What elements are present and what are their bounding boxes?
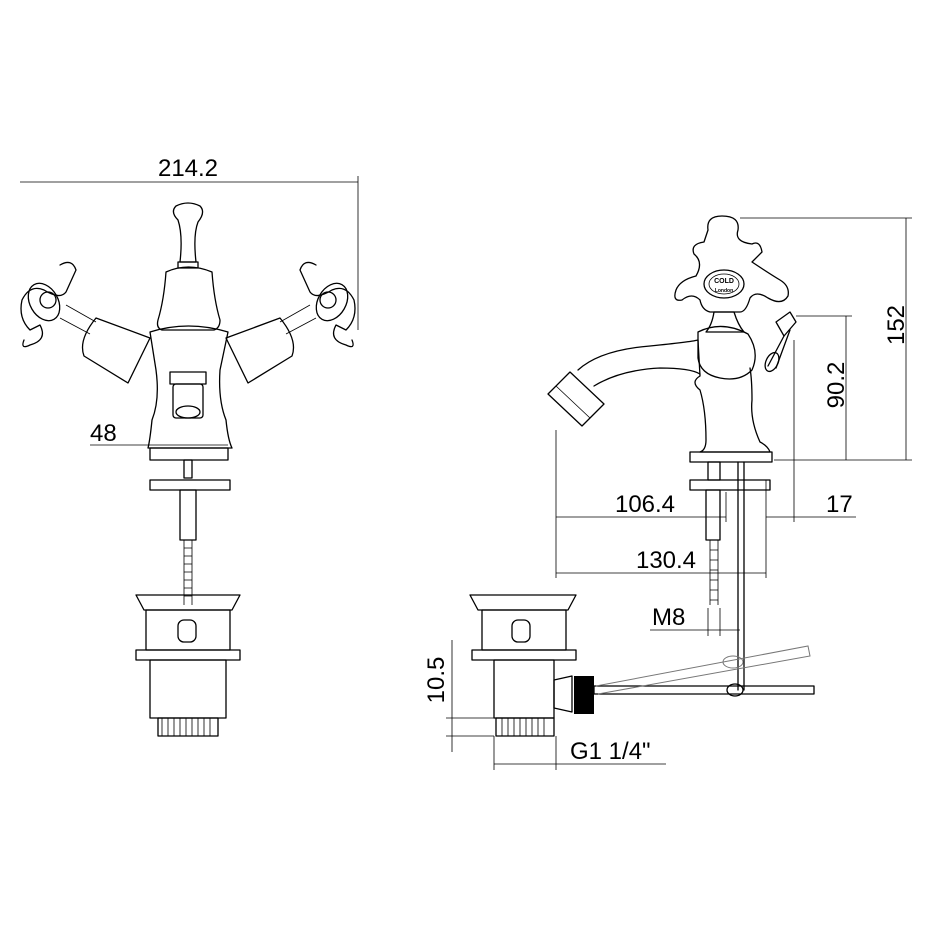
side-view-tap: COLD London (469, 215, 815, 737)
dimension-label-48: 48 (90, 420, 117, 447)
dimension-label-214-2: 214.2 (158, 155, 218, 182)
dimension-waste-height: 10.5 (423, 640, 494, 752)
dimension-label-130-4: 130.4 (636, 547, 696, 574)
dimension-label-90-2: 90.2 (823, 362, 850, 409)
dimension-thread-size: M8 (650, 604, 740, 636)
dimension-label-m8: M8 (652, 604, 685, 631)
dimension-label-106-4: 106.4 (615, 491, 675, 518)
dimension-label-g1-1-4: G1 1/4" (570, 738, 651, 765)
dimension-overall-depth: 130.4 (556, 480, 767, 578)
dimension-label-10-5: 10.5 (423, 657, 450, 704)
dimension-waste-thread: G1 1/4" (493, 736, 666, 770)
dimension-spout-height: 90.2 (796, 315, 852, 460)
logo-london-text: London (715, 288, 733, 294)
dimension-overall-height: 152 (740, 217, 912, 461)
dimension-overall-width: 214.2 (20, 155, 359, 330)
logo-cold-text: COLD (714, 278, 734, 285)
dimension-label-17: 17 (826, 491, 853, 518)
front-view-tap (20, 202, 356, 737)
dimension-lever-offset: 17 (766, 340, 856, 522)
dimension-base-width: 48 (90, 420, 228, 447)
dimension-spout-reach: 106.4 (555, 430, 727, 578)
dimension-label-152: 152 (883, 305, 910, 345)
